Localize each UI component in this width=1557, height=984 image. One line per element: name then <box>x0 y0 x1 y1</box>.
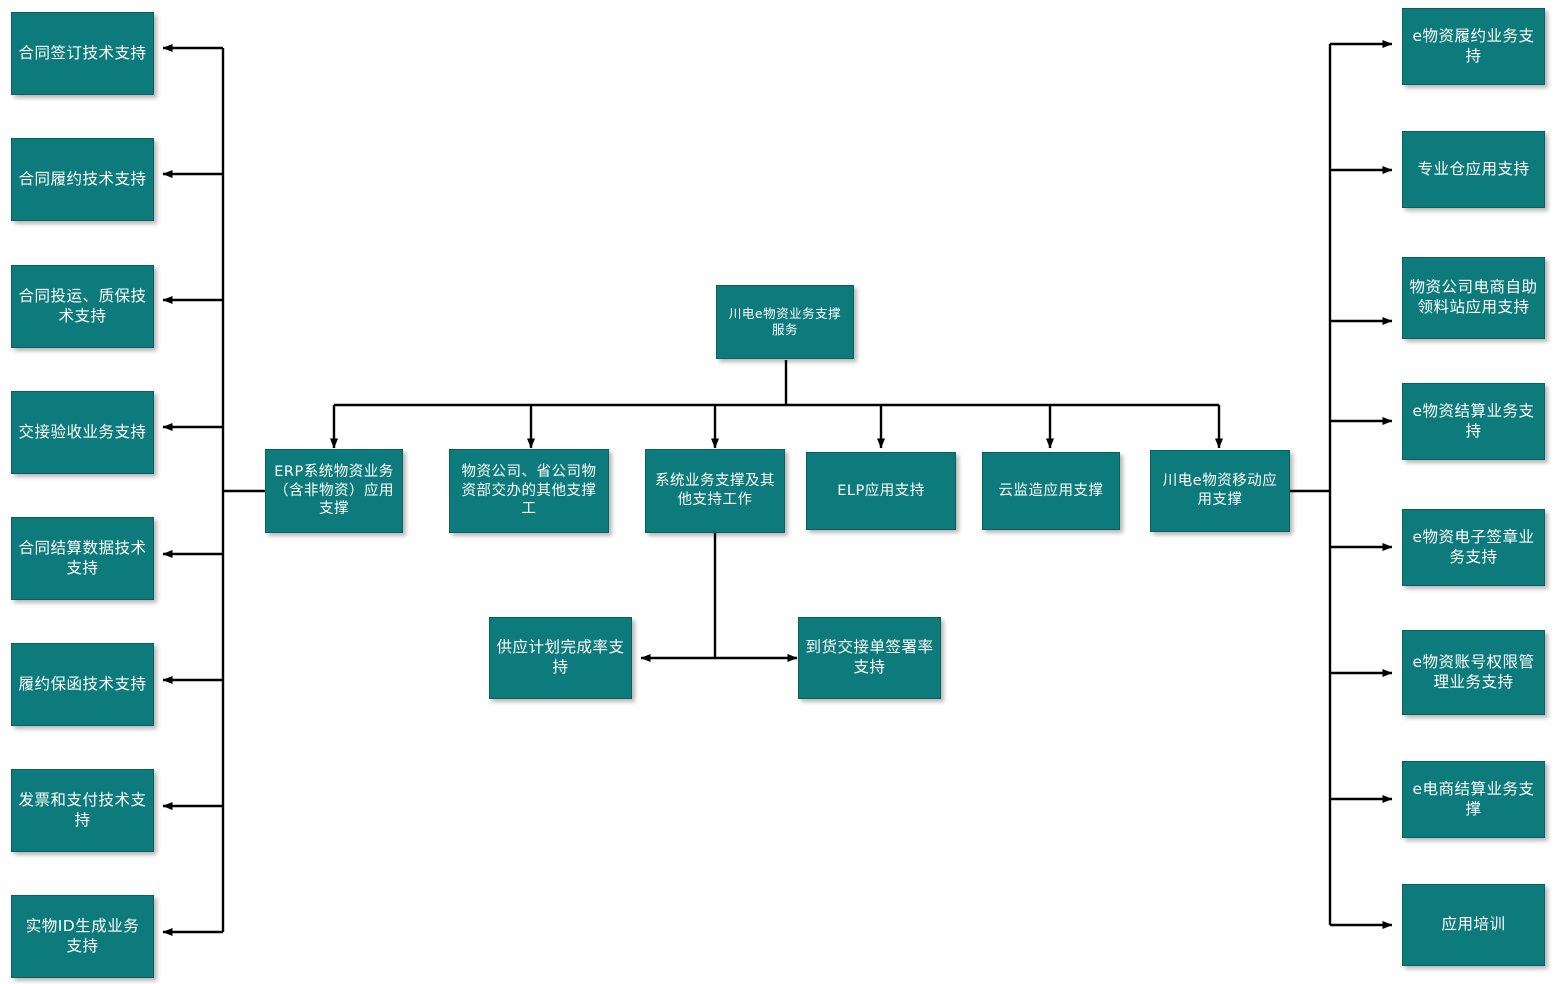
node-right-ewz-performance[interactable]: e物资履约业务支持 <box>1402 8 1545 85</box>
node-level2-cloud-supervision[interactable]: 云监造应用支撑 <box>982 452 1120 530</box>
node-left-physical-id-label: 实物ID生成业务支持 <box>25 916 140 955</box>
node-right-ecommerce-settlement-label: e电商结算业务支撑 <box>1412 779 1535 818</box>
node-level2-mobile-app-label: 川电e物资移动应用支撑 <box>1162 473 1278 508</box>
node-right-e-signature-label: e物资电子签章业务支持 <box>1412 527 1535 566</box>
node-left-performance-bond-label: 履约保函技术支持 <box>18 674 147 693</box>
node-right-self-service-station[interactable]: 物资公司电商自助领料站应用支持 <box>1402 257 1545 339</box>
node-right-training-label: 应用培训 <box>1441 915 1506 934</box>
node-right-ecommerce-settlement[interactable]: e电商结算业务支撑 <box>1402 761 1545 838</box>
node-right-account-permission[interactable]: e物资账号权限管理业务支持 <box>1402 630 1545 715</box>
node-sub-arrival-receipt-label: 到货交接单签署率支持 <box>805 638 934 676</box>
node-left-contract-signing[interactable]: 合同签订技术支持 <box>11 12 154 95</box>
node-level2-erp-label: ERP系统物资业务（含非物资）应用支撑 <box>274 464 394 518</box>
node-right-ewz-settlement-label: e物资结算业务支持 <box>1412 401 1535 440</box>
node-left-contract-signing-label: 合同签订技术支持 <box>18 43 147 62</box>
node-level2-mobile-app[interactable]: 川电e物资移动应用支撑 <box>1150 450 1290 532</box>
node-sub-supply-plan[interactable]: 供应计划完成率支持 <box>489 617 632 699</box>
node-right-ewz-performance-label: e物资履约业务支持 <box>1412 26 1535 65</box>
node-level2-erp[interactable]: ERP系统物资业务（含非物资）应用支撑 <box>265 449 403 533</box>
node-sub-arrival-receipt[interactable]: 到货交接单签署率支持 <box>798 617 941 699</box>
node-root[interactable]: 川电e物资业务支撑服务 <box>716 285 854 359</box>
node-level2-other-support-label: 物资公司、省公司物资部交办的其他支撑工 <box>461 464 597 518</box>
node-level2-cloud-supervision-label: 云监造应用支撑 <box>998 482 1104 499</box>
node-left-commissioning-warranty-label: 合同投运、质保技术支持 <box>18 286 147 325</box>
node-right-account-permission-label: e物资账号权限管理业务支持 <box>1412 652 1535 691</box>
node-level2-system-support[interactable]: 系统业务支撑及其 他支持工作 <box>645 449 785 533</box>
node-level2-other-support[interactable]: 物资公司、省公司物资部交办的其他支撑工 <box>449 449 609 533</box>
node-right-professional-warehouse-label: 专业仓应用支持 <box>1417 159 1530 178</box>
node-root-label: 川电e物资业务支撑服务 <box>728 306 842 337</box>
node-level2-elp-label: ELP应用支持 <box>837 482 925 499</box>
node-left-performance-bond[interactable]: 履约保函技术支持 <box>11 643 154 726</box>
node-right-e-signature[interactable]: e物资电子签章业务支持 <box>1402 509 1545 586</box>
node-left-contract-performance[interactable]: 合同履约技术支持 <box>11 138 154 221</box>
node-left-physical-id[interactable]: 实物ID生成业务支持 <box>11 895 154 978</box>
node-level2-system-support-label: 系统业务支撑及其 他支持工作 <box>655 473 775 508</box>
node-right-professional-warehouse[interactable]: 专业仓应用支持 <box>1402 131 1545 208</box>
node-right-ewz-settlement[interactable]: e物资结算业务支持 <box>1402 383 1545 460</box>
node-right-training[interactable]: 应用培训 <box>1402 884 1545 966</box>
node-left-invoice-payment[interactable]: 发票和支付技术支持 <box>11 769 154 852</box>
node-left-settlement-data-label: 合同结算数据技术支持 <box>18 538 147 577</box>
node-left-invoice-payment-label: 发票和支付技术支持 <box>18 790 147 829</box>
node-left-handover-acceptance-label: 交接验收业务支持 <box>18 422 147 441</box>
node-sub-supply-plan-label: 供应计划完成率支持 <box>496 638 625 676</box>
node-left-handover-acceptance[interactable]: 交接验收业务支持 <box>11 391 154 474</box>
node-right-self-service-station-label: 物资公司电商自助领料站应用支持 <box>1409 278 1538 316</box>
node-left-contract-performance-label: 合同履约技术支持 <box>18 169 147 188</box>
node-level2-elp[interactable]: ELP应用支持 <box>806 452 956 530</box>
node-left-settlement-data[interactable]: 合同结算数据技术支持 <box>11 517 154 600</box>
node-left-commissioning-warranty[interactable]: 合同投运、质保技术支持 <box>11 265 154 348</box>
